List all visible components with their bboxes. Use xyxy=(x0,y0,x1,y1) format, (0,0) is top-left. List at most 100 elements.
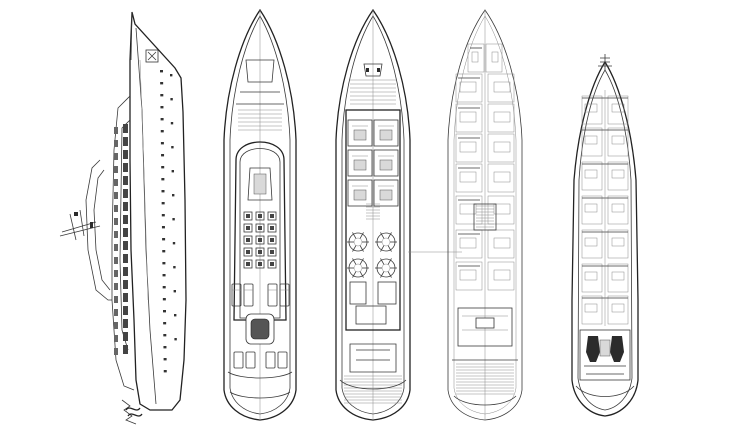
hull-porthole xyxy=(171,170,174,173)
cabin xyxy=(487,73,515,103)
hull-window xyxy=(163,370,167,373)
bunk xyxy=(584,135,598,145)
room xyxy=(373,179,399,207)
hull-window xyxy=(160,106,164,109)
chair xyxy=(387,245,392,252)
bed xyxy=(493,237,511,249)
cabin xyxy=(485,43,503,73)
superstructure-window xyxy=(114,244,118,251)
hull-window xyxy=(163,310,166,313)
hull-window xyxy=(160,94,164,97)
superstructure-window xyxy=(114,127,118,134)
profile-stern-steps xyxy=(121,399,137,425)
cabin xyxy=(455,195,483,225)
hull-window xyxy=(163,346,167,349)
lounge-sofa xyxy=(349,281,367,305)
lower-deck-engine-room xyxy=(579,329,631,381)
crew-cabin xyxy=(607,161,629,191)
seat-cushion xyxy=(258,226,262,230)
lower-deck-plan xyxy=(571,54,639,417)
profile-bow-stem xyxy=(130,11,133,61)
superstructure-window xyxy=(114,348,118,355)
chair xyxy=(359,258,364,265)
hull-window xyxy=(162,274,166,277)
seat-cushion xyxy=(270,262,274,266)
superstructure-window xyxy=(123,267,128,276)
chair xyxy=(380,232,385,239)
sun-deck-wheelhouse xyxy=(233,141,287,321)
aft-lounger xyxy=(265,351,276,369)
sunpad xyxy=(231,283,242,307)
upper-deck-planking xyxy=(344,79,402,404)
cabin xyxy=(487,133,515,163)
superstructure-window xyxy=(114,166,118,173)
seat xyxy=(255,259,265,269)
bunk xyxy=(611,103,625,113)
crew-cabin xyxy=(607,95,629,125)
seat xyxy=(255,223,265,233)
seat-cushion xyxy=(270,226,274,230)
hull-porthole xyxy=(170,74,173,77)
superstructure-window xyxy=(114,283,118,290)
seat-cushion xyxy=(246,262,250,266)
furniture xyxy=(353,159,367,171)
sun-deck-seating xyxy=(243,211,277,269)
profile-mast xyxy=(85,159,112,301)
hull-porthole xyxy=(170,98,173,101)
profile-deck-line xyxy=(135,27,157,405)
bed xyxy=(459,141,477,153)
seat xyxy=(267,211,277,221)
sun-deck-sunpads xyxy=(231,283,290,307)
superstructure-window xyxy=(114,309,118,316)
port-engine xyxy=(586,336,600,362)
crew-cabin xyxy=(581,95,603,125)
crew-cabin xyxy=(581,295,603,325)
seat xyxy=(267,259,277,269)
profile-superstructure-windows xyxy=(114,124,128,355)
main-deck-plan xyxy=(447,9,523,421)
table-top xyxy=(353,263,363,273)
seat-cushion xyxy=(246,226,250,230)
lounge-sofa xyxy=(377,281,397,305)
hull-porthole xyxy=(174,314,177,317)
bed xyxy=(493,111,511,123)
cabin xyxy=(455,229,483,259)
bunk xyxy=(611,271,625,281)
bed xyxy=(459,171,477,183)
hull-window xyxy=(161,178,165,181)
chair xyxy=(380,271,385,278)
seat-cushion xyxy=(246,238,250,242)
hull-window xyxy=(162,262,166,265)
hull-porthole xyxy=(172,194,175,197)
sun-deck-planking xyxy=(238,109,282,131)
bunk xyxy=(611,203,625,213)
chair xyxy=(352,271,357,278)
superstructure-window xyxy=(114,192,118,199)
table-top xyxy=(381,263,391,273)
table-top xyxy=(381,237,391,247)
table-top xyxy=(353,237,363,247)
profile-windows xyxy=(160,70,177,373)
profile-superstructure xyxy=(111,95,135,391)
bunk xyxy=(584,271,598,281)
chair xyxy=(352,232,357,239)
starboard-engine xyxy=(610,336,624,362)
superstructure-window xyxy=(123,293,128,302)
bunk xyxy=(611,237,625,247)
bunk xyxy=(611,169,625,179)
bunk xyxy=(584,169,598,179)
seat-cushion xyxy=(258,262,262,266)
bed xyxy=(493,81,511,93)
superstructure-window xyxy=(123,306,128,315)
seat-cushion xyxy=(270,238,274,242)
crew-cabin xyxy=(581,161,603,191)
hull-window xyxy=(161,202,165,205)
cabin xyxy=(455,73,483,103)
hull-window xyxy=(161,166,165,169)
superstructure-window xyxy=(123,215,128,224)
hull-window xyxy=(162,250,166,253)
hull-window xyxy=(163,334,167,337)
hull-window xyxy=(160,142,164,145)
chair xyxy=(380,258,385,265)
superstructure-window xyxy=(114,270,118,277)
